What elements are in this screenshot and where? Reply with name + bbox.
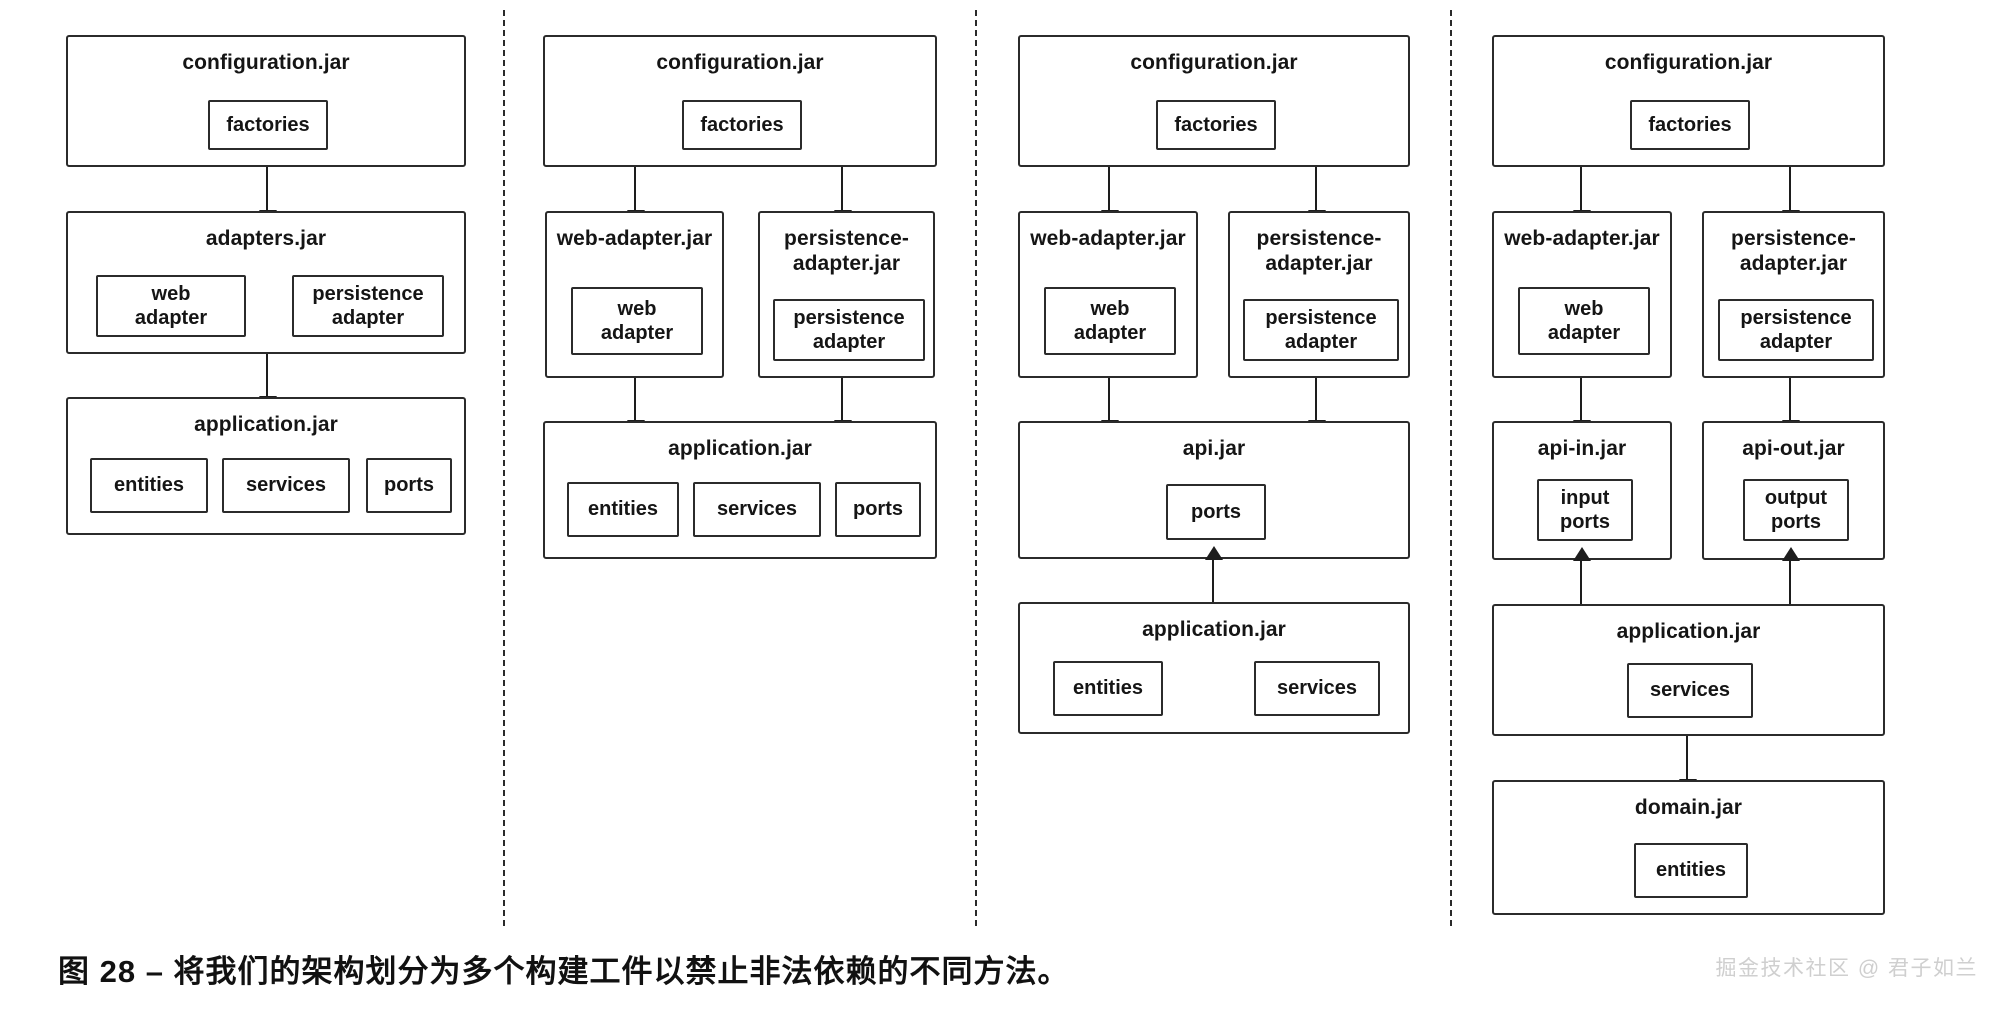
arrow-application-to-domain [1679,736,1697,793]
jar-configuration-c3[interactable]: configuration.jar factories [1018,35,1410,167]
component-persistence-adapter[interactable]: persistence adapter [1718,299,1874,361]
jar-application-c3[interactable]: application.jar entities services [1018,602,1410,734]
component-persistence-adapter[interactable]: persistence adapter [1243,299,1399,361]
arrow-persistence-adapter-to-api [1308,378,1326,434]
component-ports[interactable]: ports [835,482,921,537]
component-entities[interactable]: entities [1634,843,1748,898]
watermark-text: 掘金技术社区 @ 君子如兰 [1715,957,1978,980]
jar-title: configuration.jar [182,51,350,74]
component-services[interactable]: services [222,458,350,513]
column-divider-3 [1450,10,1452,926]
jar-title: api-in.jar [1537,437,1627,460]
component-web-adapter[interactable]: web adapter [1518,287,1650,355]
jar-title: configuration.jar [656,51,824,74]
jar-api-out-c4[interactable]: api-out.jar output ports [1702,421,1885,560]
component-web-adapter[interactable]: web adapter [571,287,703,355]
jar-title: domain.jar [1634,796,1743,819]
jar-persistence-adapter-c3[interactable]: persistence- adapter.jar persistence ada… [1228,211,1410,378]
jar-title: application.jar [1142,618,1286,641]
arrow-application-to-api-in [1573,547,1591,604]
arrow-configuration-to-web-adapter [1101,167,1119,224]
jar-title: application.jar [194,413,338,436]
arrow-configuration-to-persistence-adapter [1308,167,1326,224]
jar-title: persistence- adapter.jar [1731,227,1856,275]
arrow-configuration-to-persistence-adapter [834,167,852,224]
jar-title: persistence- adapter.jar [1256,227,1382,275]
component-output-ports[interactable]: output ports [1743,479,1849,541]
jar-title: application.jar [1616,620,1761,643]
jar-title: web-adapter.jar [1030,227,1186,250]
component-web-adapter[interactable]: web adapter [1044,287,1176,355]
column-divider-2 [975,10,977,926]
component-persistence-adapter[interactable]: persistence adapter [773,299,925,361]
jar-application-c2[interactable]: application.jar entities services ports [543,421,937,559]
jar-web-adapter-c4[interactable]: web-adapter.jar web adapter [1492,211,1672,378]
jar-application-c1[interactable]: application.jar entities services ports [66,397,466,535]
jar-adapters-c1[interactable]: adapters.jar web adapter persistence ada… [66,211,466,354]
jar-application-c4[interactable]: application.jar services [1492,604,1885,736]
jar-persistence-adapter-c2[interactable]: persistence- adapter.jar persistence ada… [758,211,935,378]
component-services[interactable]: services [1254,661,1380,716]
arrow-persistence-adapter-to-api-out [1782,378,1800,434]
arrow-adapters-to-application [259,354,277,410]
jar-configuration-c4[interactable]: configuration.jar factories [1492,35,1885,167]
jar-title: adapters.jar [205,227,327,250]
arrow-web-adapter-to-application [627,378,645,434]
jar-title: api.jar [1182,437,1246,460]
component-persistence-adapter[interactable]: persistence adapter [292,275,444,337]
component-entities[interactable]: entities [1053,661,1163,716]
jar-api-in-c4[interactable]: api-in.jar input ports [1492,421,1672,560]
jar-web-adapter-c2[interactable]: web-adapter.jar web adapter [545,211,724,378]
component-factories[interactable]: factories [208,100,328,150]
jar-title: api-out.jar [1742,437,1845,460]
component-web-adapter[interactable]: web adapter [96,275,246,337]
component-factories[interactable]: factories [682,100,802,150]
component-ports[interactable]: ports [366,458,452,513]
jar-title: web-adapter.jar [1504,227,1660,250]
arrow-configuration-to-adapters [259,167,277,224]
column-divider-1 [503,10,505,926]
figure-caption: 图 28 – 将我们的架构划分为多个构建工件以禁止非法依赖的不同方法。 [58,954,1070,989]
jar-api-c3[interactable]: api.jar ports [1018,421,1410,559]
jar-title: persistence- adapter.jar [784,227,909,275]
arrow-configuration-to-web-adapter [627,167,645,224]
component-ports[interactable]: ports [1166,484,1266,540]
arrow-configuration-to-persistence-adapter [1782,167,1800,224]
jar-configuration-c1[interactable]: configuration.jar factories [66,35,466,167]
jar-domain-c4[interactable]: domain.jar entities [1492,780,1885,915]
component-entities[interactable]: entities [567,482,679,537]
component-entities[interactable]: entities [90,458,208,513]
component-services[interactable]: services [1627,663,1753,718]
component-services[interactable]: services [693,482,821,537]
jar-title: web-adapter.jar [556,227,713,250]
jar-title: configuration.jar [1604,51,1773,74]
arrow-configuration-to-web-adapter [1573,167,1591,224]
arrow-persistence-adapter-to-application [834,378,852,434]
jar-web-adapter-c3[interactable]: web-adapter.jar web adapter [1018,211,1198,378]
jar-title: application.jar [668,437,812,460]
component-factories[interactable]: factories [1156,100,1276,150]
jar-persistence-adapter-c4[interactable]: persistence- adapter.jar persistence ada… [1702,211,1885,378]
component-factories[interactable]: factories [1630,100,1750,150]
arrow-application-to-api-out [1782,547,1800,604]
arrow-web-adapter-to-api-in [1573,378,1591,434]
arrow-application-to-api [1205,546,1223,602]
component-input-ports[interactable]: input ports [1537,479,1633,541]
jar-title: configuration.jar [1130,51,1298,74]
jar-configuration-c2[interactable]: configuration.jar factories [543,35,937,167]
arrow-web-adapter-to-api [1101,378,1119,434]
